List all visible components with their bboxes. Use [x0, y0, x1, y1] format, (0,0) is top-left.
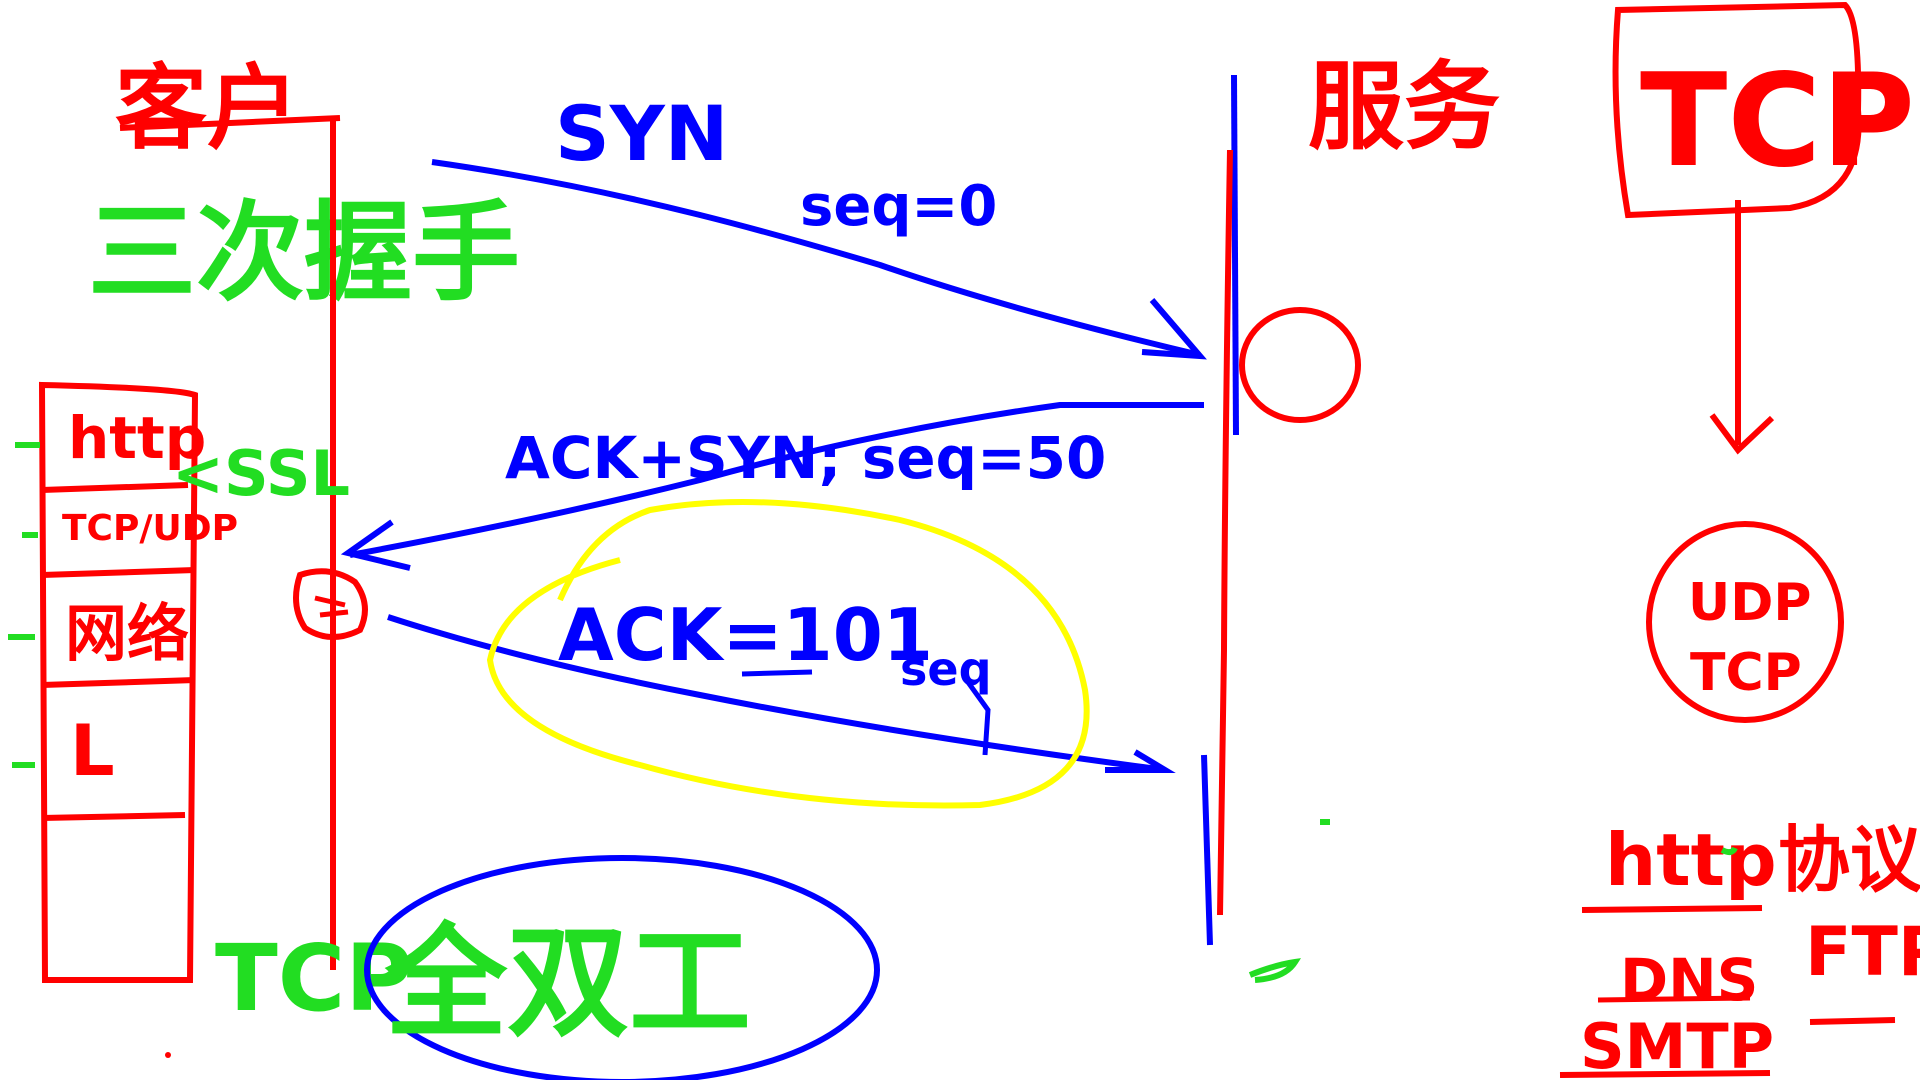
protocol-stack: http TCP/UDP 网络 L	[8, 381, 238, 983]
client-label-underline	[119, 115, 341, 131]
stack-divider	[41, 482, 189, 493]
ack-101-label: ACK=101	[558, 593, 933, 677]
stack-layer-link: L	[70, 710, 115, 792]
stack-layer-network: 网络	[65, 597, 189, 670]
smtp-label: SMTP	[1580, 1010, 1774, 1080]
ssl-label: <SSL	[172, 437, 350, 510]
seq-short-label: seq	[900, 642, 992, 696]
full-duplex-label: 全双工	[384, 912, 751, 1054]
server-timeline-lower	[1201, 754, 1213, 946]
ack-highlight-ellipse	[486, 499, 1090, 809]
server-timeline	[1217, 149, 1233, 916]
red-dot	[165, 1052, 171, 1058]
ftp-label: FTP	[1805, 913, 1920, 992]
udp-circle-tcp-label: TCP	[1690, 643, 1802, 703]
dns-label: DNS	[1620, 946, 1758, 1014]
smtp-underline	[1559, 1070, 1771, 1078]
stack-layer-tcp-udp: TCP/UDP	[62, 508, 238, 549]
ack-syn-seq-label: ACK+SYN; seq=50	[505, 424, 1106, 492]
tcp-box-outline	[1612, 1, 1862, 219]
tcp-down-arrow-head	[1709, 413, 1775, 455]
green-mark	[1248, 958, 1302, 983]
seq-short-tail	[962, 676, 991, 756]
client-label: 客户	[115, 55, 299, 162]
http-underline	[1581, 905, 1763, 913]
syn-label: SYN	[555, 89, 728, 178]
server-label: 服务	[1308, 51, 1500, 163]
stack-layer-http: http	[68, 404, 206, 472]
green-dot	[1720, 846, 1738, 856]
three-way-handshake-label: 三次握手	[88, 191, 520, 316]
stack-divider	[41, 567, 196, 578]
dns-underline	[1597, 995, 1751, 1003]
ack-101-underline	[741, 669, 813, 677]
ack-arrow-head	[1105, 749, 1176, 773]
udp-label: UDP	[1688, 573, 1812, 633]
server-endpoint-circle	[1239, 307, 1361, 423]
full-duplex-circle	[364, 855, 880, 1080]
ack-syn-arrow	[349, 402, 1204, 558]
stack-divider	[41, 677, 196, 688]
http-protocol-http: http	[1605, 818, 1777, 902]
tcp-box-label: TCP	[1640, 47, 1915, 196]
client-endpoint-scribble	[314, 595, 349, 618]
stack-divider	[41, 812, 186, 821]
http-protocol-word: 协议	[1778, 818, 1920, 902]
ftp-underline	[1809, 1017, 1896, 1025]
server-timeline-blue	[1231, 74, 1239, 436]
seq-0-label: seq=0	[800, 174, 997, 239]
ack-arrow	[387, 614, 1166, 773]
ack-syn-arrow-head	[340, 519, 411, 571]
protocol-stack-outline	[38, 381, 199, 983]
syn-arrow	[431, 159, 1201, 358]
tcp-full-duplex-tcp: TCP	[215, 925, 413, 1032]
udp-tcp-circle	[1646, 521, 1844, 723]
syn-arrow-head	[1141, 298, 1207, 360]
client-endpoint-circle	[293, 568, 368, 640]
